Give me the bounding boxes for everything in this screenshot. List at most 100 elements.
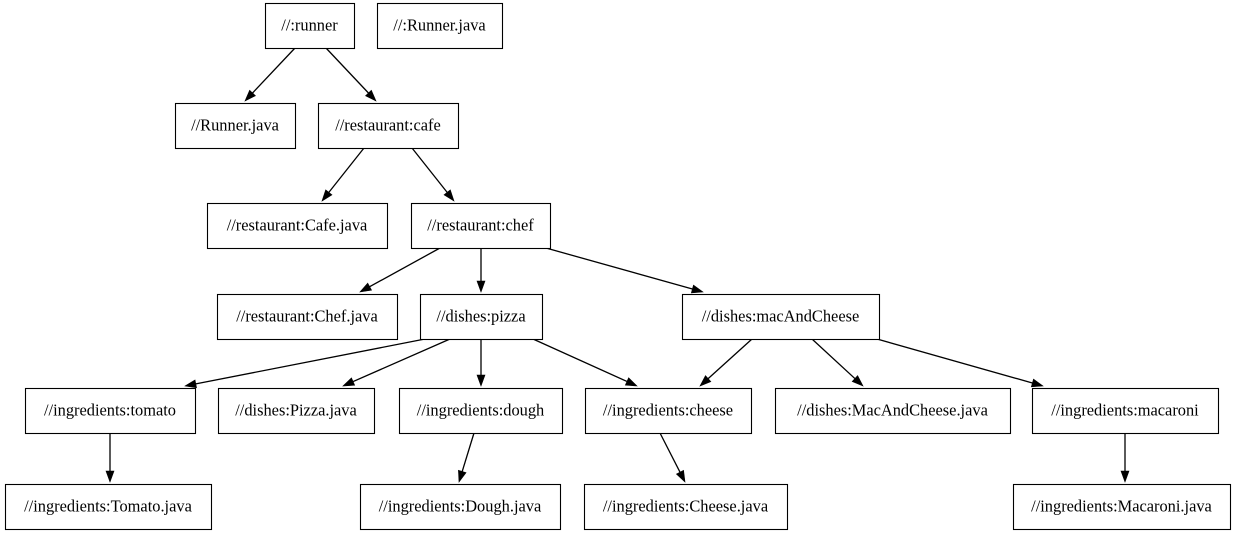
node-label: //ingredients:Macaroni.java [1031, 496, 1212, 515]
node-box[interactable] [584, 387, 753, 435]
arrowhead-icon [690, 284, 704, 294]
arrowhead-icon [458, 469, 467, 483]
graph-node-dishes-macandcheese[interactable]: //dishes:macAndCheese [681, 293, 881, 341]
node-label: //restaurant:Cafe.java [227, 215, 368, 234]
graph-edge [321, 147, 365, 202]
node-label: //restaurant:cafe [335, 115, 441, 134]
node-box[interactable] [4, 483, 213, 531]
node-box[interactable] [317, 102, 460, 150]
node-label: //dishes:MacAndCheese.java [797, 400, 988, 419]
node-box[interactable] [376, 2, 504, 50]
arrowhead-icon [105, 470, 115, 483]
graph-edge [105, 433, 115, 483]
arrowhead-icon [699, 375, 712, 387]
node-box[interactable] [216, 293, 399, 341]
graph-node-ingredients-cheese[interactable]: //ingredients:cheese [584, 387, 753, 435]
graph-edge [1120, 433, 1130, 483]
graph-edge [699, 338, 753, 387]
edge-line [369, 247, 441, 288]
arrowhead-icon [359, 282, 373, 293]
graph-node-ingredients-tomato-java[interactable]: //ingredients:Tomato.java [4, 483, 213, 531]
arrowhead-icon [244, 89, 256, 102]
node-box[interactable] [774, 387, 1012, 435]
edge-line [545, 247, 693, 290]
node-label: //restaurant:Chef.java [236, 306, 378, 325]
graph-edge [476, 339, 486, 387]
edge-line [411, 147, 448, 193]
edge-line [325, 47, 369, 94]
node-box[interactable] [359, 483, 562, 531]
node-box[interactable] [1031, 387, 1220, 435]
graph-edge [411, 147, 455, 202]
node-label: //ingredients:dough [417, 400, 544, 419]
node-label: //ingredients:Dough.java [379, 496, 542, 515]
graph-node-dishes-pizza-java[interactable]: //dishes:Pizza.java [217, 387, 376, 435]
node-label: //ingredients:macaroni [1051, 400, 1199, 419]
arrowhead-icon [321, 189, 333, 202]
arrowhead-icon [851, 375, 864, 387]
node-label: //ingredients:Cheese.java [603, 496, 769, 515]
node-label: //ingredients:cheese [603, 400, 733, 419]
node-label: //:runner [281, 15, 338, 34]
edge-line [252, 47, 296, 94]
node-label: //Runner.java [191, 115, 280, 134]
nodes-layer: //:runner //:Runner.java //Runner.java //re… [4, 2, 1232, 531]
node-box[interactable] [24, 387, 197, 435]
edge-line [328, 147, 365, 193]
edge-line [352, 338, 451, 383]
edge-line [876, 338, 1033, 384]
graph-node-restaurant-cafe[interactable]: //restaurant:cafe [317, 102, 460, 150]
node-box[interactable] [174, 102, 297, 150]
graph-edge [811, 338, 864, 387]
graph-edge [476, 248, 486, 293]
arrowhead-icon [184, 379, 197, 389]
graph-edge [532, 338, 638, 387]
graph-node-runner-target[interactable]: //:runner [264, 2, 356, 50]
graph-node-ingredients-tomato[interactable]: //ingredients:tomato [24, 387, 197, 435]
node-label: //dishes:pizza [436, 306, 526, 325]
node-box[interactable] [398, 387, 564, 435]
node-box[interactable] [583, 483, 789, 531]
node-box[interactable] [1012, 483, 1232, 531]
graph-edge [359, 247, 441, 293]
edge-line [811, 338, 856, 380]
graph-edge [244, 47, 296, 102]
graph-edge [659, 432, 686, 483]
graph-node-dishes-pizza[interactable]: //dishes:pizza [419, 293, 544, 341]
graph-node-dishes-macandcheese-java[interactable]: //dishes:MacAndCheese.java [774, 387, 1012, 435]
node-label: //ingredients:Tomato.java [24, 496, 192, 515]
graph-node-ingredients-macaroni-java[interactable]: //ingredients:Macaroni.java [1012, 483, 1232, 531]
arrowhead-icon [675, 469, 686, 483]
node-box[interactable] [419, 293, 544, 341]
graph-edge [342, 338, 451, 387]
arrowhead-icon [342, 377, 356, 387]
arrowhead-icon [624, 377, 638, 387]
graph-node-restaurant-chef[interactable]: //restaurant:chef [410, 202, 552, 250]
node-label: //restaurant:chef [427, 215, 534, 234]
arrowhead-icon [1030, 378, 1044, 388]
edge-line [707, 338, 753, 380]
edge-line [532, 338, 628, 383]
edges-layer [105, 47, 1130, 483]
graph-node-restaurant-cafe-java[interactable]: //restaurant:Cafe.java [206, 202, 389, 250]
graph-node-restaurant-chef-java[interactable]: //restaurant:Chef.java [216, 293, 399, 341]
arrowhead-icon [1120, 470, 1130, 483]
node-label: //:Runner.java [393, 15, 486, 34]
graph-node-ingredients-macaroni[interactable]: //ingredients:macaroni [1031, 387, 1220, 435]
graph-node-ingredients-dough-java[interactable]: //ingredients:Dough.java [359, 483, 562, 531]
node-box[interactable] [217, 387, 376, 435]
node-box[interactable] [264, 2, 356, 50]
node-box[interactable] [410, 202, 552, 250]
edge-line [659, 432, 681, 473]
graph-node-ingredients-dough[interactable]: //ingredients:dough [398, 387, 564, 435]
graph-edge [184, 338, 426, 389]
graph-edge [876, 338, 1044, 388]
node-box[interactable] [206, 202, 389, 250]
graph-edge [458, 432, 475, 483]
node-box[interactable] [681, 293, 881, 341]
graph-node-ingredients-cheese-java[interactable]: //ingredients:Cheese.java [583, 483, 789, 531]
graph-node-runner-java[interactable]: //Runner.java [174, 102, 297, 150]
graph-node-runner-java-root[interactable]: //:Runner.java [376, 2, 504, 50]
